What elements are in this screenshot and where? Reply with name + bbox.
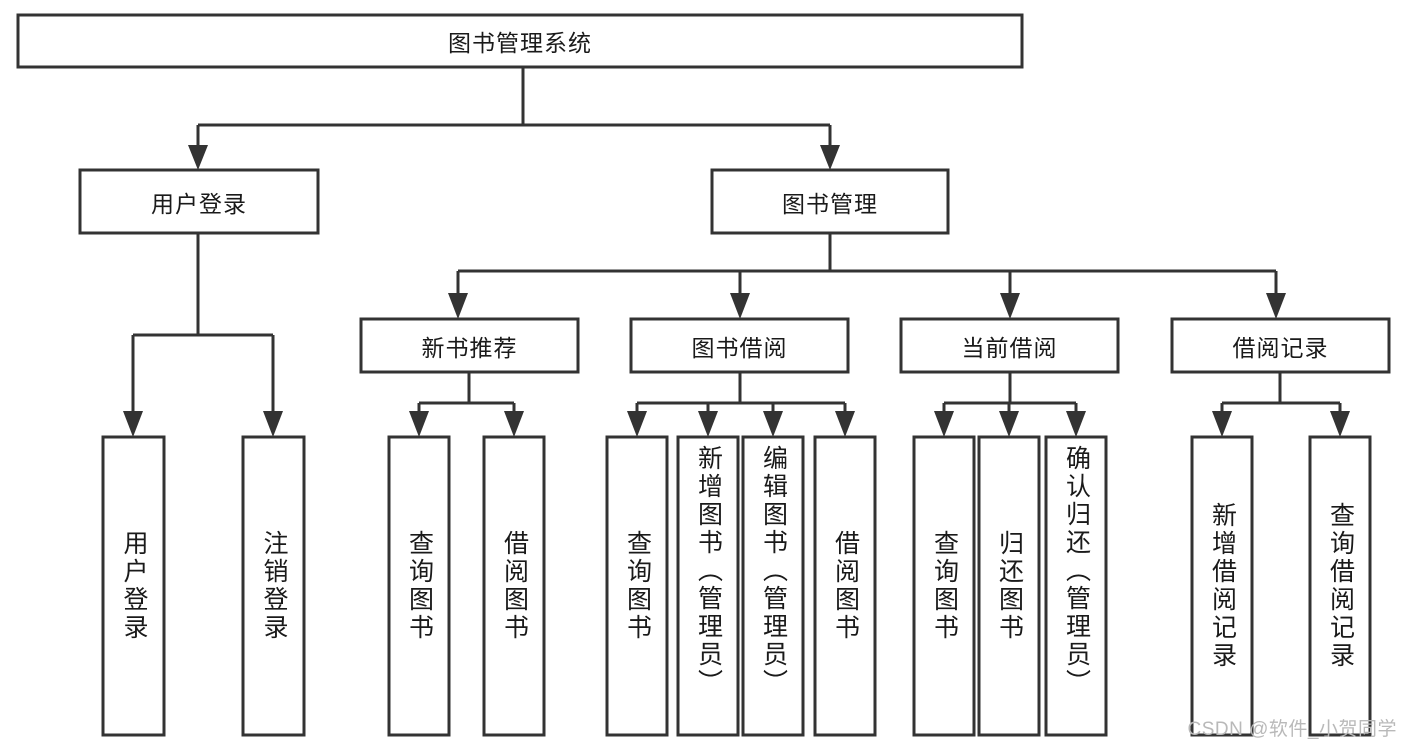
node-box-leaf3[interactable]	[387, 435, 451, 737]
arrow-head-leaf1	[123, 411, 143, 437]
node-box-bookmgmt[interactable]	[710, 168, 950, 235]
node-box-leaf7[interactable]	[741, 435, 805, 737]
node-box-leaf5[interactable]	[605, 435, 669, 737]
connector-group-borrow	[627, 372, 855, 437]
arrow-head-current	[1000, 293, 1020, 319]
arrow-head-leaf13	[1330, 411, 1350, 437]
arrow-head-leaf10	[999, 411, 1019, 437]
arrow-head-leaf2	[263, 411, 283, 437]
node-box-leaf11[interactable]	[1044, 435, 1108, 737]
node-box-leaf6[interactable]	[676, 435, 740, 737]
arrow-head-bookmgmt	[820, 145, 840, 170]
arrow-head-login	[188, 145, 208, 170]
node-box-leaf4[interactable]	[482, 435, 546, 737]
arrow-head-newbook	[448, 293, 468, 319]
connector-group-newbook	[409, 372, 524, 437]
arrow-head-leaf9	[934, 411, 954, 437]
node-box-leaf10[interactable]	[977, 435, 1041, 737]
node-box-root[interactable]	[16, 13, 1024, 69]
node-box-current[interactable]	[899, 317, 1120, 374]
arrow-head-leaf11	[1066, 411, 1086, 437]
connector-group-bookmgmt	[448, 233, 1286, 319]
arrow-head-leaf7	[763, 411, 783, 437]
arrow-head-leaf5	[627, 411, 647, 437]
arrow-head-leaf8	[835, 411, 855, 437]
node-box-borrow[interactable]	[629, 317, 850, 374]
connector-group-records	[1212, 372, 1350, 437]
node-box-leaf12[interactable]	[1190, 435, 1254, 737]
node-box-leaf8[interactable]	[813, 435, 877, 737]
arrow-head-borrow	[730, 293, 750, 319]
node-box-records[interactable]	[1170, 317, 1391, 374]
arrow-head-leaf12	[1212, 411, 1232, 437]
node-box-newbook[interactable]	[359, 317, 580, 374]
arrow-head-leaf3	[409, 411, 429, 437]
connector-group-root	[188, 67, 840, 170]
connector-group-login	[123, 233, 283, 437]
node-box-leaf1[interactable]	[101, 435, 166, 737]
arrow-head-records	[1266, 293, 1286, 319]
node-box-leaf13[interactable]	[1308, 435, 1372, 737]
arrow-head-leaf4	[504, 411, 524, 437]
connector-group-current	[934, 372, 1086, 437]
node-box-leaf9[interactable]	[912, 435, 976, 737]
node-box-leaf2[interactable]	[241, 435, 306, 737]
arrow-head-leaf6	[698, 411, 718, 437]
node-box-login[interactable]	[78, 168, 320, 235]
